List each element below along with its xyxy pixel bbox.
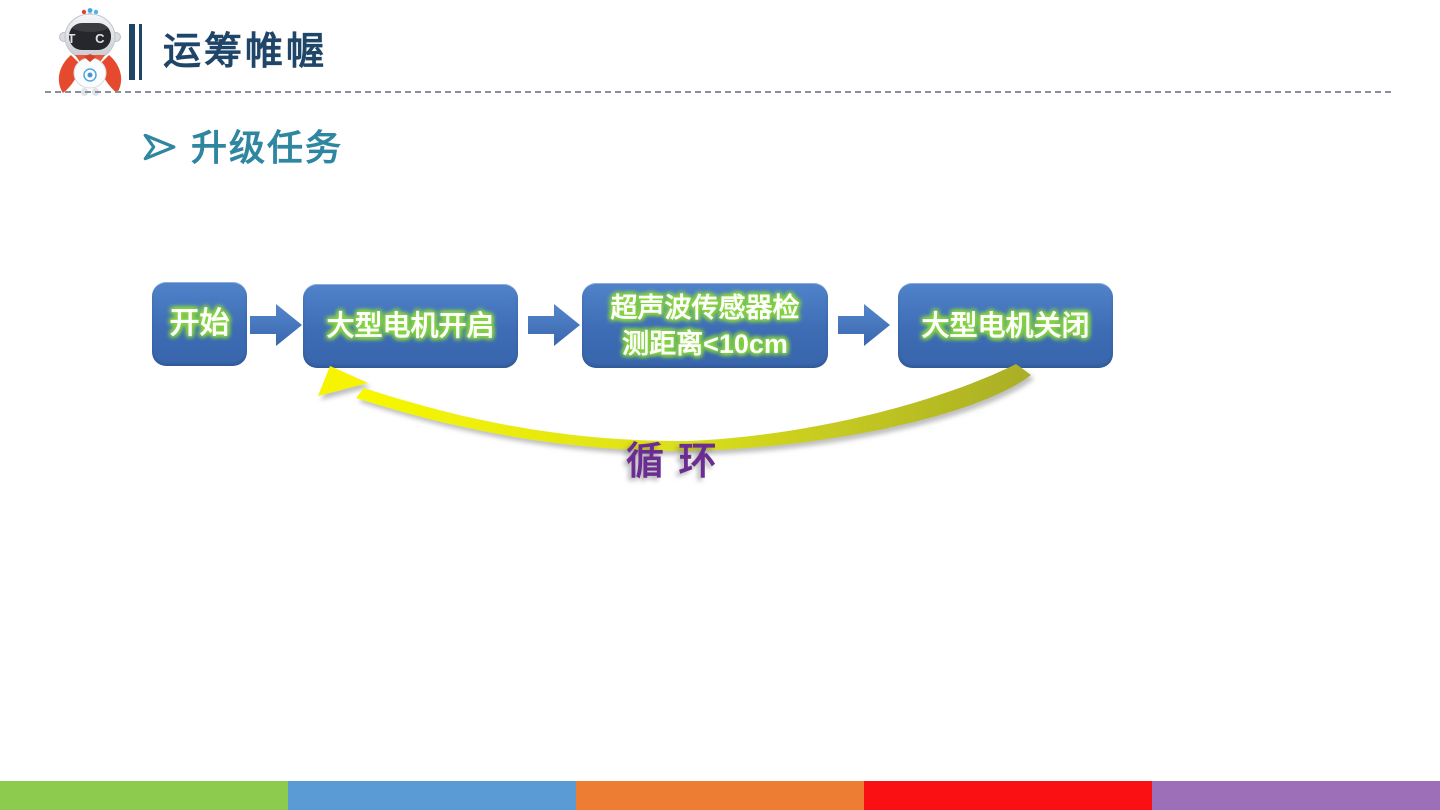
loop-label: 循 环 <box>626 441 719 483</box>
flow-arrow-icon <box>838 304 890 346</box>
node-label: 开始 <box>169 307 230 340</box>
footer-color-bar <box>0 781 1440 810</box>
node-label-line1: 超声波传感器检 <box>610 292 800 323</box>
node-label: 大型电机开启 <box>326 310 495 341</box>
footer-segment-green <box>0 781 288 810</box>
arrow-bullet-icon <box>143 133 176 161</box>
header-divider-bar-thick <box>129 24 135 80</box>
section-heading: 升级任务 <box>141 119 343 171</box>
flow-node-big-motor-off: 大型电机关闭 <box>898 283 1113 368</box>
page-title: 运筹帷幄 <box>163 31 328 73</box>
header-separator-line <box>45 91 1395 93</box>
header-divider-bar-thin <box>139 24 142 80</box>
loop-arrow-icon <box>318 364 1031 452</box>
footer-segment-blue <box>288 781 576 810</box>
flow-node-ultrasonic-check: 超声波传感器检 测距离<10cm <box>582 283 828 368</box>
robot-icon: T C <box>58 8 122 96</box>
footer-segment-red <box>864 781 1152 810</box>
flow-node-start: 开始 <box>152 282 247 366</box>
node-label-line2: 测距离<10cm <box>622 328 788 359</box>
flow-arrow-icon <box>250 304 302 346</box>
node-label: 大型电机关闭 <box>921 309 1090 341</box>
flow-arrow-icon <box>528 304 580 346</box>
robot-face-letters: T C <box>68 31 113 46</box>
robot-mascot-logo: T C <box>54 5 126 97</box>
footer-segment-purple <box>1152 781 1440 810</box>
flow-node-big-motor-on: 大型电机开启 <box>303 284 518 368</box>
footer-segment-orange <box>576 781 864 810</box>
section-heading-label: 升级任务 <box>191 127 344 168</box>
